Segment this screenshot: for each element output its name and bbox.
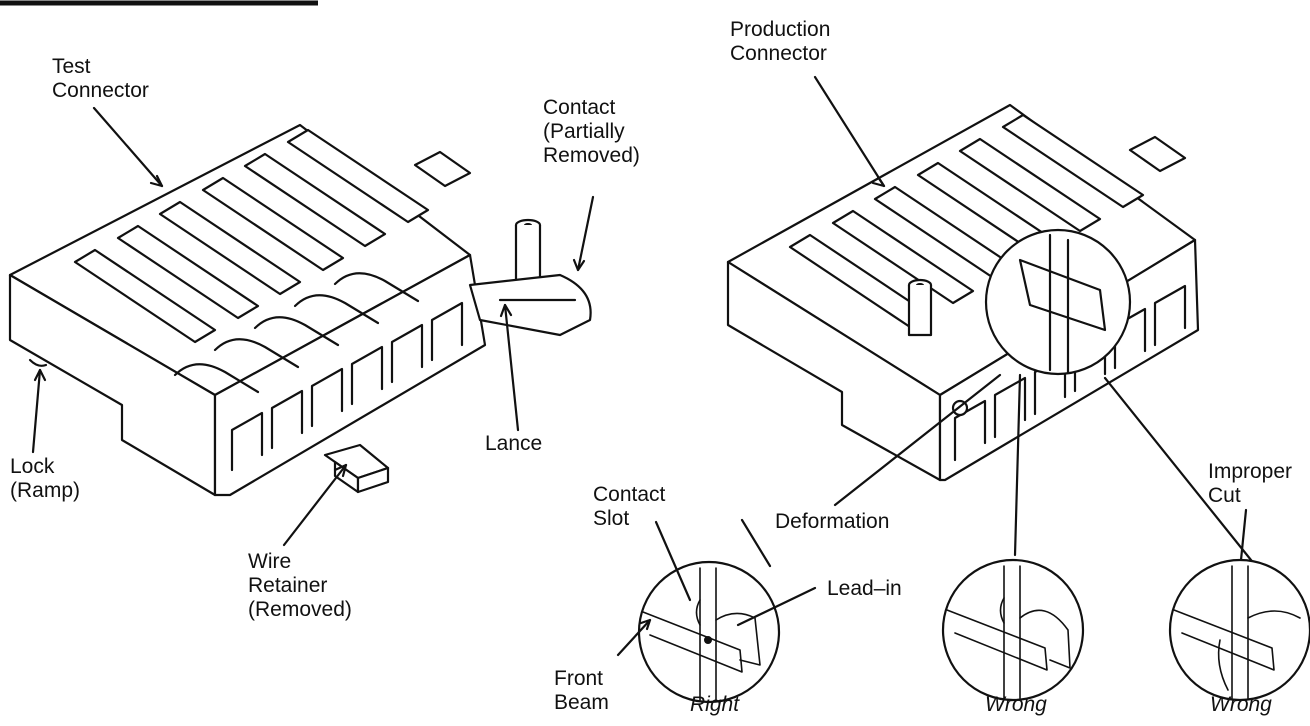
production-connector-teeth	[788, 113, 1145, 329]
wire-retainer	[323, 443, 390, 494]
lead-in-label: Lead–in	[827, 577, 902, 600]
test-connector-contacts	[173, 272, 420, 394]
lock-ramp-label: Lock(Ramp)	[10, 455, 81, 502]
detail-right-leaders	[616, 518, 817, 657]
deformation-label: Deformation	[775, 510, 890, 533]
verdict-wrong-middle: Wrong	[985, 693, 1047, 716]
lock-ramp-mark	[28, 358, 48, 367]
production-contact-post	[907, 278, 933, 337]
detail-right	[637, 560, 781, 704]
magnifier-circle	[984, 228, 1132, 376]
test-connector-slots	[230, 301, 464, 472]
verdict-wrong-right: Wrong	[1210, 693, 1272, 716]
detail-wrong-middle	[941, 558, 1085, 702]
lance-label: Lance	[485, 432, 543, 455]
production-connector-leaders	[813, 75, 1257, 592]
test-connector-drawing	[8, 123, 592, 497]
detail-wrong-right	[1168, 558, 1310, 702]
test-connector-leaders	[31, 106, 595, 547]
partially-removed-contact	[468, 218, 592, 337]
verdict-right: Right	[690, 693, 740, 716]
test-connector-teeth	[73, 128, 430, 344]
production-connector-drawing	[726, 103, 1200, 482]
